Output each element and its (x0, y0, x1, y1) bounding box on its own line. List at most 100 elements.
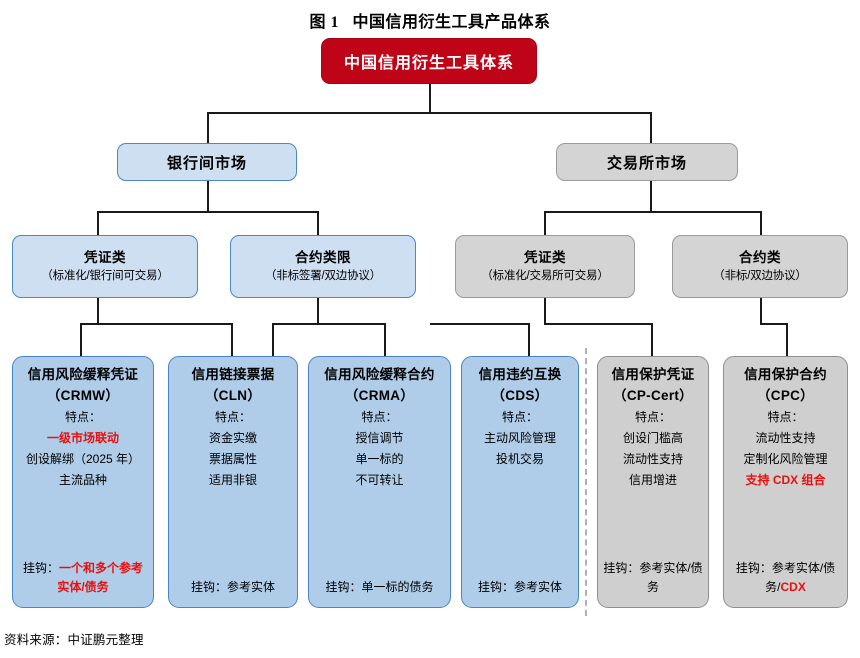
card-title: 信用风险缓释凭证 (27, 367, 139, 382)
card-crma[interactable]: 信用风险缓释合约 （CRMA） 特点： 授信调节 单一标的 不可转让 挂钩：单一… (308, 356, 451, 608)
node-category-interbank-certificate[interactable]: 凭证类 （标准化/银行间可交易） (12, 235, 198, 298)
card-feature-label: 特点： (64, 410, 101, 424)
category-subtitle: （标准化/银行间可交易） (41, 270, 169, 282)
connector-market-0-bus (97, 211, 318, 213)
connector-cat-3-to-cpc (786, 323, 788, 356)
connector-market-1-bus (544, 211, 761, 213)
card-feature-label: 特点： (634, 410, 671, 424)
card-crmw[interactable]: 信用风险缓释凭证 （CRMW） 特点： 一级市场联动 创设解绑（2025 年） … (12, 356, 154, 608)
figure-title: 图 1 中国信用衍生工具产品体系 (309, 14, 551, 31)
card-link: 挂钩：一个和多个参考实体/债务 (18, 559, 148, 597)
card-feature: 创设解绑（2025 年） (25, 452, 141, 466)
node-root[interactable]: 中国信用衍生工具体系 (321, 38, 537, 84)
card-feature-label: 特点： (767, 410, 804, 424)
card-link-value: 参考实体/债务 (639, 561, 703, 594)
card-title: 信用链接票据 (191, 367, 275, 382)
node-root-label: 中国信用衍生工具体系 (343, 55, 514, 72)
connector-cat-2-bus (544, 323, 652, 325)
category-title: 凭证类 (524, 250, 566, 265)
card-feature: 单一标的 (355, 452, 404, 466)
card-link: 挂钩：参考实体/债务 (603, 559, 703, 597)
card-cp-cert[interactable]: 信用保护凭证 （CP-Cert） 特点： 创设门槛高 流动性支持 信用增进 挂钩… (597, 356, 709, 608)
card-link-label: 挂钩： (325, 580, 362, 594)
card-link: 挂钩：参考实体 (174, 578, 292, 597)
card-abbr: （CP-Cert） (613, 388, 693, 403)
connector-cat-0-to-crmw (80, 323, 82, 356)
card-cln[interactable]: 信用链接票据 （CLN） 特点： 资金实缴 票据属性 适用非银 挂钩：参考实体 (168, 356, 298, 608)
card-cpc[interactable]: 信用保护合约 （CPC） 特点： 流动性支持 定制化风险管理 支持 CDX 组合… (723, 356, 848, 608)
card-feature: 不可转让 (355, 473, 404, 487)
card-feature: 主流品种 (58, 473, 107, 487)
connector-cat-1-bus-left (272, 323, 318, 325)
connector-market-1-stem (650, 180, 652, 212)
connector-cds-bus (430, 323, 529, 325)
source-note: 资料来源：中证鹏元整理 (4, 633, 144, 647)
connector-cat-1-stem (317, 297, 319, 324)
card-link-value: 参考实体 (227, 580, 276, 594)
card-cds[interactable]: 信用违约互换 （CDS） 特点： 主动风险管理 投机交易 挂钩：参考实体 (461, 356, 579, 608)
card-feature: 定制化风险管理 (743, 452, 828, 466)
connector-cat-1-to-crma (384, 323, 386, 356)
card-feature: 支持 CDX 组合 (745, 473, 826, 487)
category-subtitle: （非标/双边协议） (713, 270, 807, 282)
card-abbr: （CPC） (756, 388, 814, 403)
card-title: 信用风险缓释合约 (324, 367, 435, 382)
card-feature: 一级市场联动 (46, 431, 119, 445)
connector-cat-0-to-cln (231, 323, 233, 356)
card-abbr: （CRMW） (46, 388, 120, 403)
connector-cat-1-bus (317, 323, 385, 325)
category-title: 凭证类 (84, 250, 126, 265)
card-feature-label: 特点： (361, 410, 398, 424)
card-feature: 投机交易 (495, 452, 544, 466)
card-link-value: 参考实体 (514, 580, 563, 594)
card-link-label: 挂钩： (735, 561, 772, 575)
node-category-interbank-contract[interactable]: 合约类限 （非标签署/双边协议） (230, 235, 416, 298)
node-market-interbank[interactable]: 银行间市场 (117, 143, 297, 181)
category-title: 合约类限 (295, 250, 351, 265)
card-link-value: 单一标的债务 (361, 580, 434, 594)
card-feature: 授信调节 (355, 431, 404, 445)
category-title: 合约类 (739, 250, 781, 265)
connector-root-to-market-0 (207, 112, 209, 144)
node-category-exchange-contract[interactable]: 合约类 （非标/双边协议） (672, 235, 848, 298)
card-feature: 主动风险管理 (483, 431, 556, 445)
card-title: 信用违约互换 (478, 367, 562, 382)
card-link: 挂钩：单一标的债务 (314, 578, 445, 597)
card-link-label: 挂钩： (190, 580, 227, 594)
card-link-value: 一个和多个参考实体/债务 (57, 561, 144, 594)
card-abbr: （CDS） (491, 388, 549, 403)
connector-cat-0-stem (97, 297, 99, 324)
card-link-value: 参考实体/债务/ (765, 561, 836, 594)
card-feature: 票据属性 (208, 452, 257, 466)
card-feature: 信用增进 (628, 473, 677, 487)
node-category-exchange-certificate[interactable]: 凭证类 （标准化/交易所可交易） (455, 235, 635, 298)
card-link-label: 挂钩： (603, 561, 640, 575)
connector-cds-drop (528, 323, 530, 356)
node-market-exchange[interactable]: 交易所市场 (556, 143, 738, 181)
card-feature: 流动性支持 (755, 431, 816, 445)
node-market-interbank-label: 银行间市场 (166, 154, 247, 172)
connector-market-0-stem (207, 180, 209, 212)
card-link-value-highlight: CDX (780, 580, 806, 594)
card-link: 挂钩：参考实体 (467, 578, 573, 597)
group-divider (585, 348, 587, 616)
connector-cat-2-to-cpcert (651, 323, 653, 356)
connector-cat-3-stem (760, 297, 762, 324)
node-market-exchange-label: 交易所市场 (606, 154, 687, 172)
card-feature-label: 特点： (501, 410, 538, 424)
card-feature: 资金实缴 (208, 431, 257, 445)
card-feature: 适用非银 (208, 473, 257, 487)
connector-cat-3-bus (760, 323, 787, 325)
connector-cat-2-stem (544, 297, 546, 324)
card-feature-label: 特点： (214, 410, 251, 424)
card-link: 挂钩：参考实体/债务/CDX (729, 559, 842, 597)
connector-root-stem (429, 83, 431, 113)
connector-cat-0-bus (80, 323, 232, 325)
card-link-label: 挂钩： (22, 561, 59, 575)
card-feature: 流动性支持 (622, 452, 683, 466)
connector-root-bus (207, 112, 651, 114)
card-title: 信用保护合约 (744, 367, 827, 382)
connector-market-0-to-cat-1 (317, 211, 319, 235)
connector-root-to-market-1 (650, 112, 652, 144)
card-abbr: （CRMA） (344, 388, 415, 403)
